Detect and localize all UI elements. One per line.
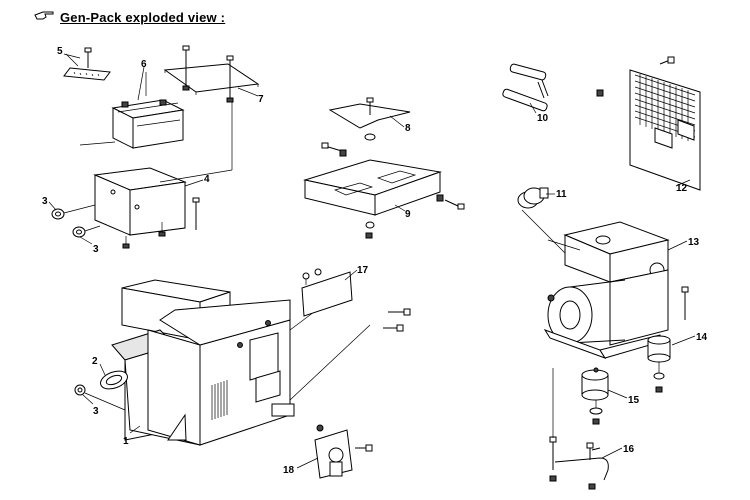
callout-16: 16: [623, 444, 635, 455]
part-7-cover-plate: [79, 45, 260, 170]
callout-10: 10: [537, 113, 549, 124]
part-15-anti-vibration-mount: [581, 367, 609, 425]
part-1-main-housing: [111, 279, 371, 446]
callout-18: 18: [283, 465, 295, 476]
callout-8: 8: [405, 123, 411, 134]
part-8-small-cover: [328, 97, 411, 141]
part-12-grille-panel: [596, 56, 701, 191]
part-17-bracket: [301, 268, 353, 317]
callout-7: 7: [258, 94, 264, 105]
part-18-outlet-socket: [314, 424, 373, 479]
callout-11: 11: [556, 189, 567, 200]
diagram-title: Gen-Pack exploded view :: [60, 9, 226, 25]
part-13-engine-alternator: [543, 221, 689, 359]
callout-3b: 3: [93, 244, 99, 255]
part-5-battery-clamp: [63, 47, 111, 81]
callout-4: 4: [204, 174, 210, 185]
part-14-anti-vibration-mount: [647, 335, 671, 393]
callout-3c: 3: [93, 406, 99, 417]
callout-leader-lines: [48, 53, 696, 469]
pointing-hand-icon: [34, 8, 54, 26]
part-2-handle-grip: [100, 370, 128, 390]
callout-13: 13: [688, 237, 700, 248]
callout-14: 14: [696, 332, 708, 343]
part-6-battery: [111, 72, 185, 149]
callout-17: 17: [357, 265, 369, 276]
part-11-hose-clamp: [517, 187, 571, 259]
part-3-washer-lower: [74, 384, 126, 411]
housing-fasteners: [383, 308, 411, 332]
part-4-battery-box: [93, 167, 233, 249]
callout-2: 2: [92, 356, 98, 367]
callout-3a: 3: [42, 196, 48, 207]
callout-12: 12: [676, 183, 688, 194]
part-9-base-plate: [303, 142, 465, 239]
callout-9: 9: [405, 209, 411, 220]
callout-5: 5: [57, 46, 63, 57]
diagram-header: Gen-Pack exploded view :: [34, 8, 225, 26]
callout-15: 15: [628, 395, 640, 406]
part-3-washer-upper: [51, 204, 101, 238]
part-10-starter-crank: [502, 63, 549, 112]
callout-6: 6: [141, 59, 147, 70]
part-16-u-bracket: [549, 368, 609, 490]
callout-1: 1: [123, 436, 129, 447]
